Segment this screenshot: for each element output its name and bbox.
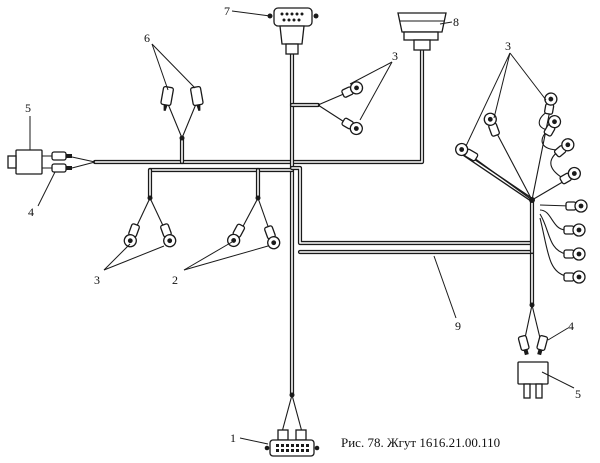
connector-8 xyxy=(397,12,447,51)
callout-leaders xyxy=(29,10,575,445)
callout-8: 8 xyxy=(453,15,459,29)
connector-5-right xyxy=(517,361,549,399)
connector-5-left xyxy=(7,149,52,175)
connector-4-left xyxy=(51,151,72,173)
ring-terminals xyxy=(123,81,588,398)
connector-1 xyxy=(264,429,320,457)
callout-7: 7 xyxy=(224,4,230,18)
callout-labels: 7 8 6 3 3 5 4 3 2 9 4 5 1 xyxy=(25,4,581,445)
callout-3-right: 3 xyxy=(505,39,511,53)
callout-1: 1 xyxy=(230,431,236,445)
callout-3-center: 3 xyxy=(392,49,398,63)
callout-4-left: 4 xyxy=(28,205,34,219)
callout-5-right: 5 xyxy=(575,387,581,401)
callout-5-left: 5 xyxy=(25,101,31,115)
harness-trunks xyxy=(92,27,535,398)
callout-3-left: 3 xyxy=(94,273,100,287)
callout-2: 2 xyxy=(172,273,178,287)
connector-4-right xyxy=(517,335,549,356)
callout-4-right: 4 xyxy=(568,319,574,333)
callout-6: 6 xyxy=(144,31,150,45)
figure-caption: Рис. 78. Жгут 1616.21.00.110 xyxy=(341,435,500,450)
branch-wires xyxy=(71,92,571,433)
callout-9: 9 xyxy=(455,319,461,333)
terminal-group-6 xyxy=(160,85,204,141)
connector-7 xyxy=(267,7,319,55)
